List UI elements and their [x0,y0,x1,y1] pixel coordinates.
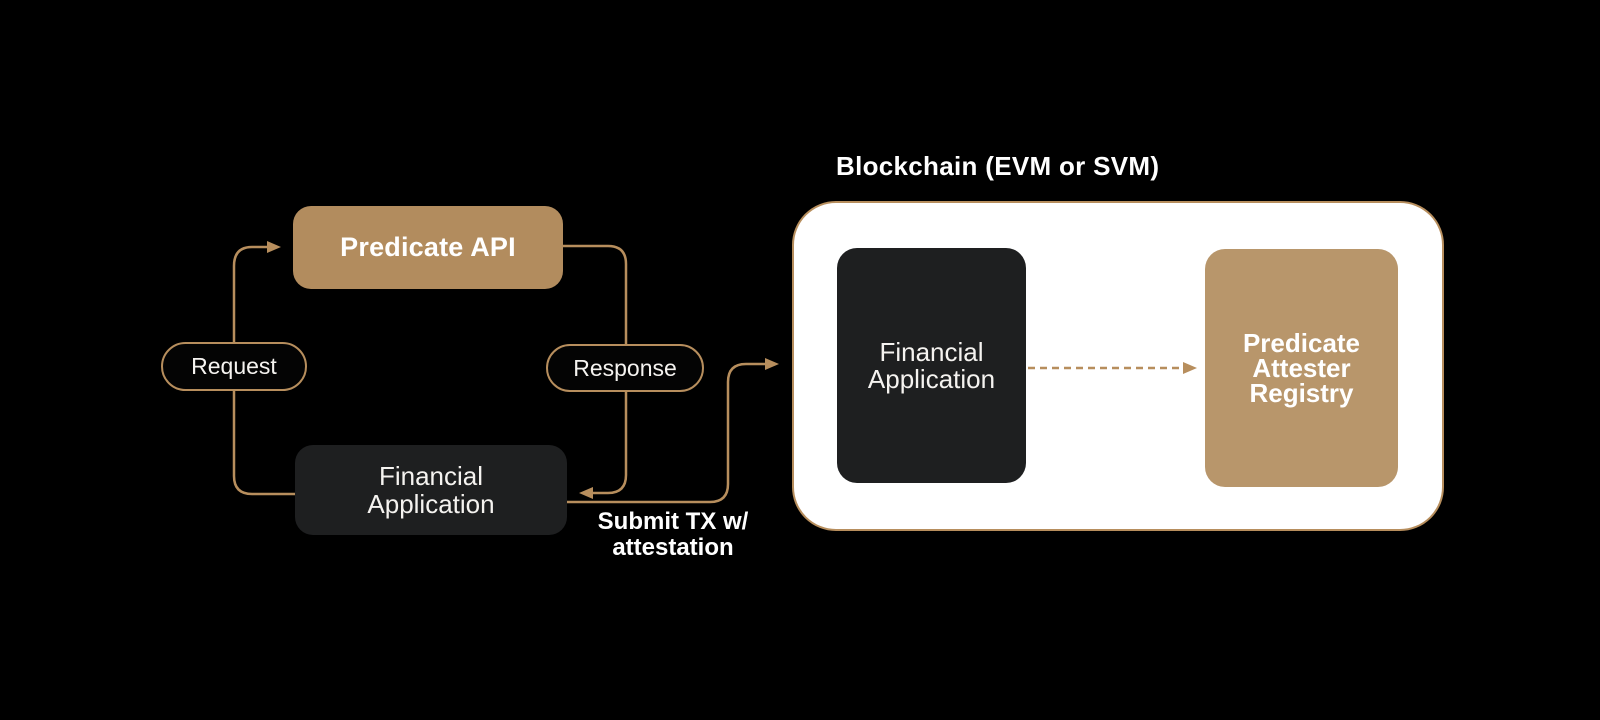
financial-application-label: Financial Application [367,462,494,518]
predicate-api-label: Predicate API [340,232,516,262]
onchain-financial-application-line2: Application [867,363,996,394]
submit-tx-line1: Submit TX w/ [597,508,749,535]
submit-tx-line2: attestation [612,534,734,561]
attester-registry-line3: Registry [1249,377,1354,408]
request-arrowhead-icon [267,241,281,253]
onchain-financial-application-node: Financial Application [837,248,1026,483]
response-arrowhead-icon [579,487,593,499]
request-pill: Request [161,342,307,391]
onchain-arrowhead-icon [1183,362,1197,374]
submit-tx-connector [566,362,765,504]
attester-registry-line2: Attester [1252,352,1351,383]
attester-registry-label: Predicate Attester Registry [1242,327,1361,408]
attester-registry-line1: Predicate [1242,327,1361,358]
submit-tx-arrowhead-icon [765,358,779,370]
response-label: Response [573,354,677,381]
submit-tx-annotation: Submit TX w/ attestation [560,509,786,561]
predicate-api-node: Predicate API [293,206,563,289]
blockchain-panel-title: Blockchain (EVM or SVM) [836,151,1160,181]
request-label: Request [191,353,277,379]
onchain-financial-application-label: Financial Application [867,336,996,394]
financial-application-node: Financial Application [295,445,567,535]
attester-registry-node: Predicate Attester Registry [1205,249,1398,487]
financial-application-line2: Application [367,489,495,519]
financial-application-line1: Financial [378,461,484,491]
response-pill: Response [546,344,704,392]
onchain-financial-application-line1: Financial [879,336,984,367]
